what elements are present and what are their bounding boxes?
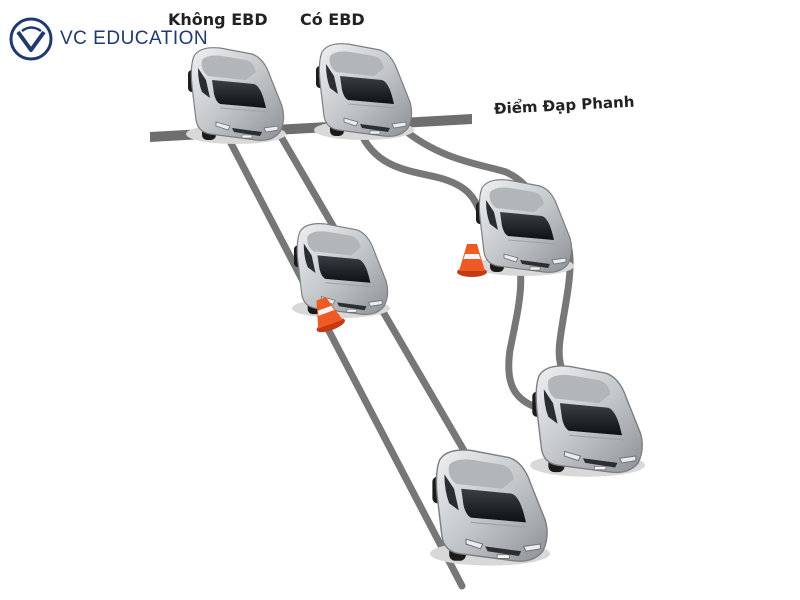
label-with-ebd: Có EBD: [300, 10, 365, 29]
vc-education-logo: [9, 17, 53, 61]
car-with-ebd-start: [313, 43, 415, 141]
without-ebd-skid-tracks: [218, 122, 470, 590]
logo-text: VC EDUCATION: [60, 28, 209, 49]
car-with-ebd-end: [529, 365, 646, 478]
car-with-ebd-middle: [473, 179, 575, 277]
car-without-ebd-middle: [291, 223, 391, 319]
car-without-ebd-start: [185, 47, 287, 145]
label-without-ebd: Không EBD: [168, 10, 268, 29]
